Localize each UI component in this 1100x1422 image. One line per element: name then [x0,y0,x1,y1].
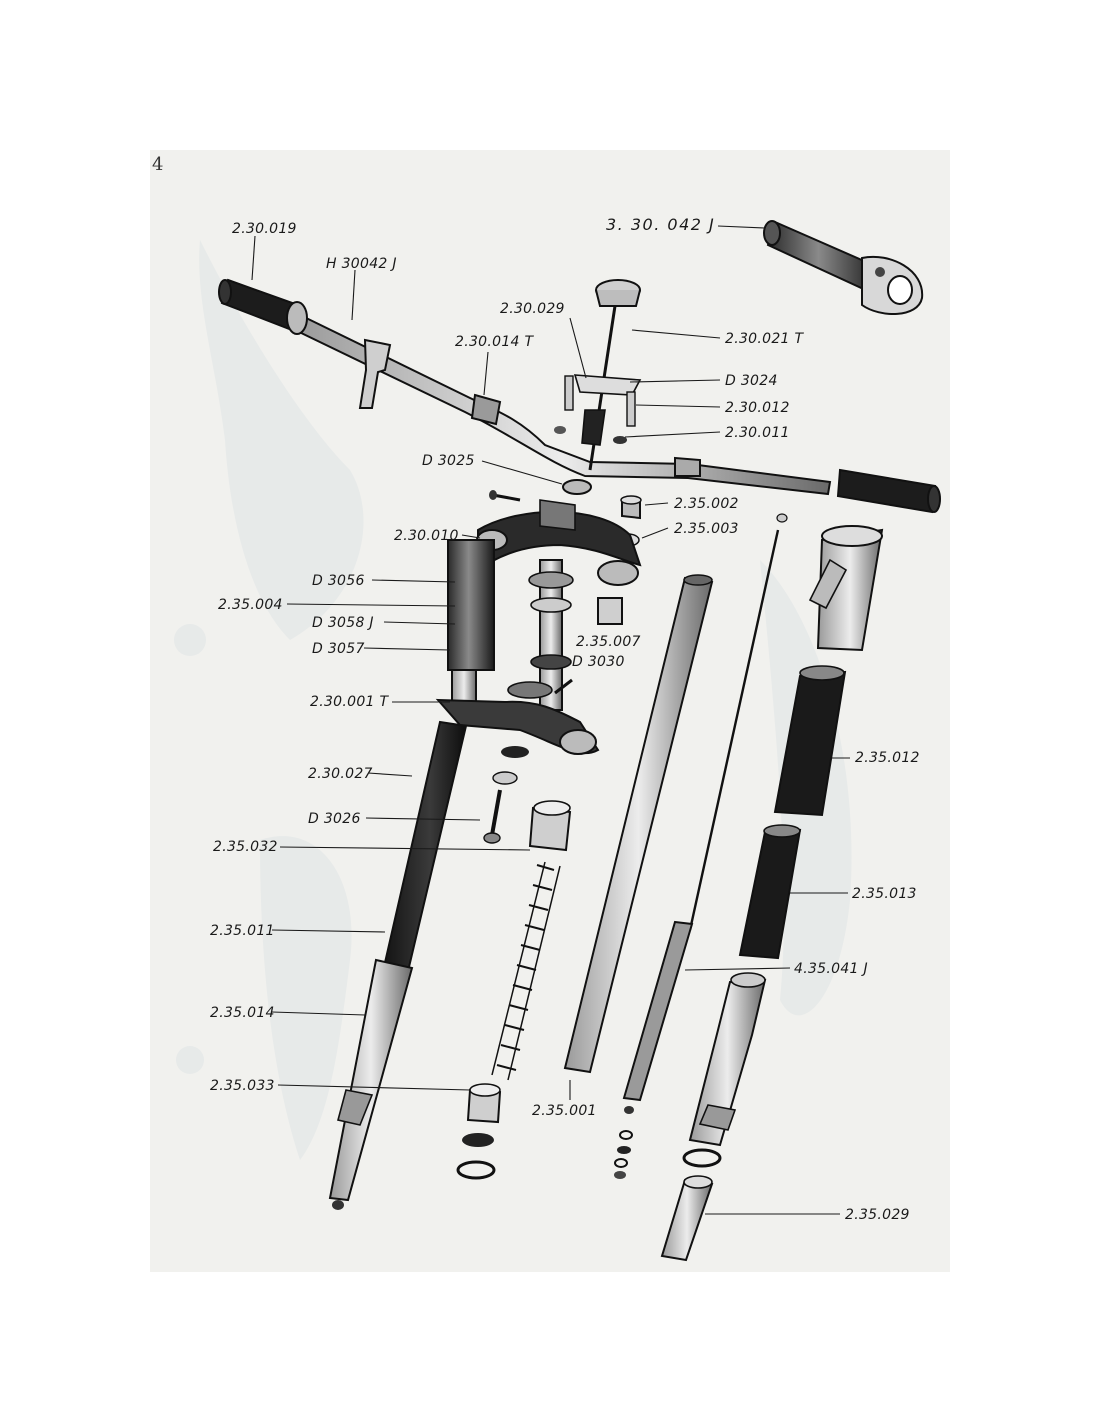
part-handlebar [218,278,941,514]
part-bottom-tube [660,1175,714,1262]
label-4-35-041j: 4.35.041 J [794,961,868,977]
label-2-35-011: 2.35.011 [210,923,275,939]
part-dark-cover-upper [773,665,847,817]
corner-mark: 4 [152,154,163,175]
label-3-30-042j: 3. 30. 042 J [606,215,715,234]
label-2-35-029: 2.35.029 [845,1207,910,1223]
part-damper-knob [554,279,642,471]
leader-lines [251,225,850,1215]
label-2-35-013: 2.35.013 [852,886,917,902]
label-2-35-033: 2.35.033 [210,1078,275,1094]
label-d3058j: D 3058 J [312,615,374,631]
label-2-35-001: 2.35.001 [532,1103,597,1119]
label-2-35-002: 2.35.002 [674,496,739,512]
part-labels: 2.30.019 H 30042 J 3. 30. 042 J 2.30.029… [210,215,920,1223]
label-2-30-019: 2.30.019 [232,221,297,237]
part-fork-tube [563,574,714,1074]
part-middle-hardware [483,746,572,852]
label-d3024: D 3024 [725,373,778,389]
label-d3056: D 3056 [312,573,365,589]
label-2-35-014: 2.35.014 [210,1005,275,1021]
part-throttle-grip [763,220,924,316]
label-2-35-003: 2.35.003 [674,521,739,537]
part-left-fork-leg [328,539,600,1210]
label-2-35-007: 2.35.007 [576,634,641,650]
part-upper-cover [808,525,884,652]
label-d3025: D 3025 [422,453,475,469]
part-dark-cover-lower [738,824,802,960]
label-2-35-012: 2.35.012 [855,750,920,766]
label-2-30-012: 2.30.012 [725,400,790,416]
part-damper-rod [614,529,780,1179]
label-2-30-014t: 2.30.014 T [455,334,534,350]
part-lower-seals [456,1083,502,1180]
part-right-slider [682,972,767,1168]
label-2-30-001t: 2.30.001 T [310,694,389,710]
label-d3057: D 3057 [312,641,365,657]
label-2-35-004: 2.35.004 [218,597,283,613]
part-fork-spring [491,861,561,1081]
label-2-35-032: 2.35.032 [213,839,278,855]
label-h30042j: H 30042 J [326,256,397,272]
label-2-30-029: 2.30.029 [500,301,565,317]
label-d3030: D 3030 [572,654,625,670]
part-steering-column [507,559,623,711]
label-2-30-010: 2.30.010 [394,528,459,544]
label-2-30-011: 2.30.011 [725,425,790,441]
label-2-30-021t: 2.30.021 T [725,331,804,347]
label-d3026: D 3026 [308,811,361,827]
label-2-30-027: 2.30.027 [308,766,373,782]
